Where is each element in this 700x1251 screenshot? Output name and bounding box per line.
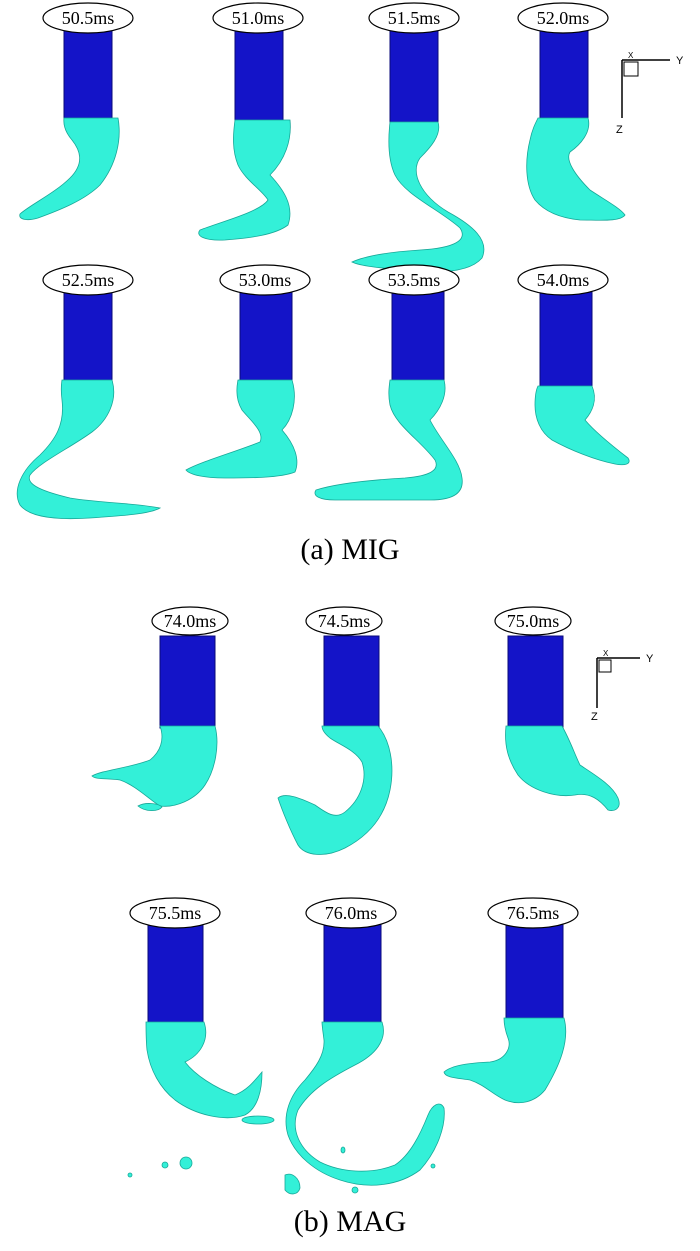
time-label: 50.5ms (62, 8, 115, 28)
molten-droplet (19, 117, 120, 221)
electrode-wire (147, 923, 204, 1025)
time-label-bubble (487, 897, 579, 929)
molten-droplet (277, 725, 393, 855)
x-axis-label: X (628, 51, 634, 60)
time-label: 52.0ms (537, 8, 590, 28)
frame-mig-1: 50.5ms (19, 2, 134, 221)
molten-droplet (145, 1021, 263, 1119)
frame-mig-2: 51.0ms (198, 2, 304, 241)
panel-mag: 74.0ms 74.5ms 75.0ms Y Z X (91, 606, 654, 1238)
z-axis-label: Z (591, 711, 598, 723)
time-label: 51.0ms (232, 8, 285, 28)
electrode-wire (391, 291, 445, 383)
time-label-bubble (129, 897, 221, 929)
molten-droplet (198, 119, 291, 241)
molten-droplet (534, 385, 630, 466)
z-axis-label: Z (616, 124, 623, 136)
time-label-bubble (305, 606, 383, 636)
electrode-wire (239, 291, 293, 383)
electrode-wire (389, 29, 439, 125)
molten-droplet (505, 725, 620, 811)
frame-mag-6: 76.5ms (443, 897, 579, 1104)
time-label-bubble (212, 2, 304, 34)
electrode-wire (539, 29, 589, 121)
droplet-fragment (351, 1186, 359, 1194)
molten-droplet (16, 379, 162, 520)
time-label-bubble (368, 2, 460, 34)
droplet-fragment (161, 1161, 169, 1169)
frame-mig-3: 51.5ms (351, 2, 485, 273)
molten-droplet (91, 725, 218, 807)
molten-droplet (285, 1021, 445, 1186)
frame-mig-8: 54.0ms (517, 264, 630, 466)
frame-mig-4: 52.0ms (517, 2, 626, 221)
droplet-fragment (241, 1115, 275, 1125)
time-label-bubble (517, 2, 609, 34)
droplet-fragment (284, 1173, 301, 1195)
time-label-bubble (517, 264, 609, 296)
axis-triad: Y Z X (616, 51, 684, 136)
electrode-wire (323, 635, 380, 729)
time-label-bubble (42, 264, 134, 296)
time-label: 53.0ms (239, 270, 292, 290)
frame-mig-5: 52.5ms (16, 264, 162, 520)
panel-mig: 50.5ms 51.0ms 51.5ms 52.0ms (16, 2, 684, 566)
time-label: 52.5ms (62, 270, 115, 290)
frame-mag-1: 74.0ms (91, 606, 229, 812)
droplet-fragment (430, 1163, 436, 1169)
x-axis-marker (598, 659, 612, 673)
time-label: 74.0ms (164, 611, 217, 631)
y-axis-label: Y (676, 55, 684, 67)
time-label: 54.0ms (537, 270, 590, 290)
time-label-bubble (42, 2, 134, 34)
panel-caption: (b) MAG (294, 1205, 407, 1238)
frame-mag-5: 76.0ms (284, 897, 445, 1195)
molten-droplet (314, 379, 463, 501)
electrode-wire (505, 923, 564, 1021)
time-label: 76.0ms (325, 903, 378, 923)
time-label: 75.0ms (507, 611, 560, 631)
molten-droplet (526, 117, 626, 221)
x-axis-label: X (603, 649, 609, 658)
axis-triad: Y Z X (591, 649, 654, 723)
time-label-bubble (494, 606, 572, 636)
time-label-bubble (368, 264, 460, 296)
time-label: 76.5ms (507, 903, 560, 923)
molten-droplet (443, 1017, 567, 1104)
panel-caption: (a) MIG (300, 533, 399, 566)
droplet-fragment (127, 1172, 133, 1178)
x-axis-marker (623, 61, 639, 77)
frame-mag-3: 75.0ms (494, 606, 620, 811)
droplet-fragment (137, 803, 163, 812)
molten-droplet (185, 379, 298, 479)
electrode-wire (234, 29, 284, 123)
frame-mag-4: 75.5ms (127, 897, 275, 1178)
electrode-wire (539, 291, 593, 389)
droplet-fragment (179, 1156, 193, 1170)
electrode-wire (63, 29, 113, 121)
electrode-wire (323, 923, 382, 1025)
time-label: 51.5ms (388, 8, 441, 28)
time-label-bubble (151, 606, 229, 636)
time-label-bubble (219, 264, 311, 296)
frame-mig-7: 53.5ms (314, 264, 463, 501)
molten-droplet (351, 121, 485, 273)
droplet-fragment (340, 1146, 346, 1154)
y-axis-label: Y (646, 653, 654, 665)
frame-mig-6: 53.0ms (185, 264, 311, 479)
electrode-wire (507, 635, 564, 729)
time-label: 75.5ms (149, 903, 202, 923)
electrode-wire (63, 291, 113, 383)
time-label: 53.5ms (388, 270, 441, 290)
time-label: 74.5ms (318, 611, 371, 631)
electrode-wire (159, 635, 216, 729)
frame-mag-2: 74.5ms (277, 606, 393, 855)
time-label-bubble (305, 897, 397, 929)
